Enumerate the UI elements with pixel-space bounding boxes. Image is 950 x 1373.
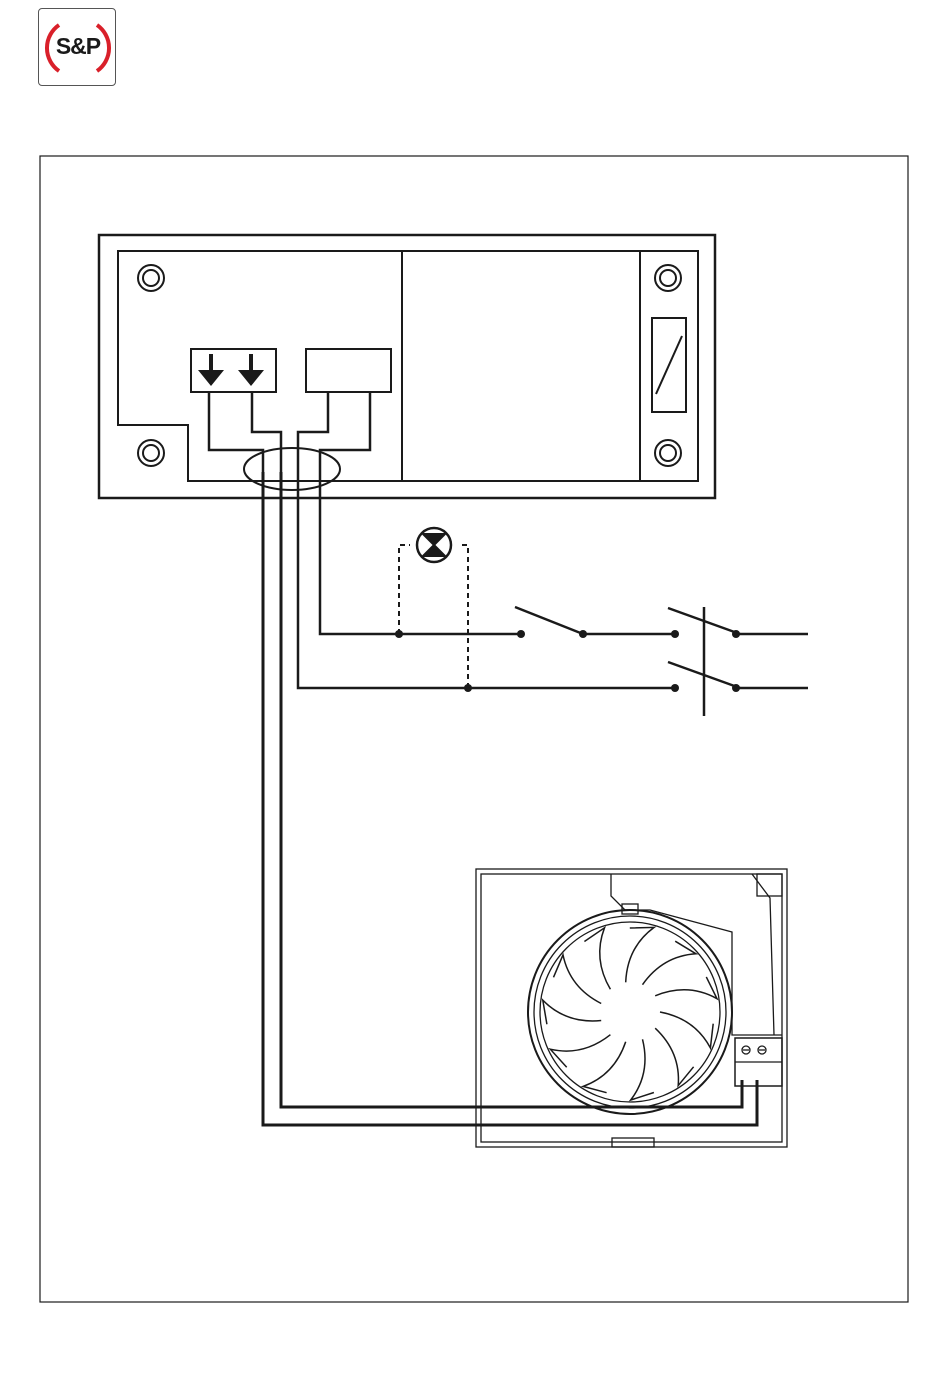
fan-blade xyxy=(554,955,602,1004)
switch-icon xyxy=(515,607,583,634)
lamp-wiring xyxy=(399,545,468,688)
screw-icon xyxy=(138,265,681,466)
fan-icon xyxy=(476,869,787,1147)
control-unit xyxy=(99,235,715,498)
lamp-icon xyxy=(417,528,451,562)
fan-blade xyxy=(655,977,717,999)
junction-dots xyxy=(395,630,740,692)
cable-gland xyxy=(244,448,340,490)
mains-cable xyxy=(298,472,808,688)
diagram-frame xyxy=(40,156,908,1302)
fan-blade xyxy=(631,1039,654,1100)
fan-blade xyxy=(583,1042,626,1093)
fan-blade xyxy=(550,1035,610,1068)
double-pole-isolator-icon xyxy=(668,607,740,716)
fan-blade xyxy=(643,941,697,985)
fan-blade xyxy=(655,1028,693,1085)
input-terminal-block xyxy=(306,349,391,392)
arrow-down-icon xyxy=(198,354,264,386)
fan-blade xyxy=(584,928,610,990)
fan-blade xyxy=(543,1000,601,1024)
fan-cable xyxy=(263,472,757,1125)
fan-blade xyxy=(626,927,654,982)
